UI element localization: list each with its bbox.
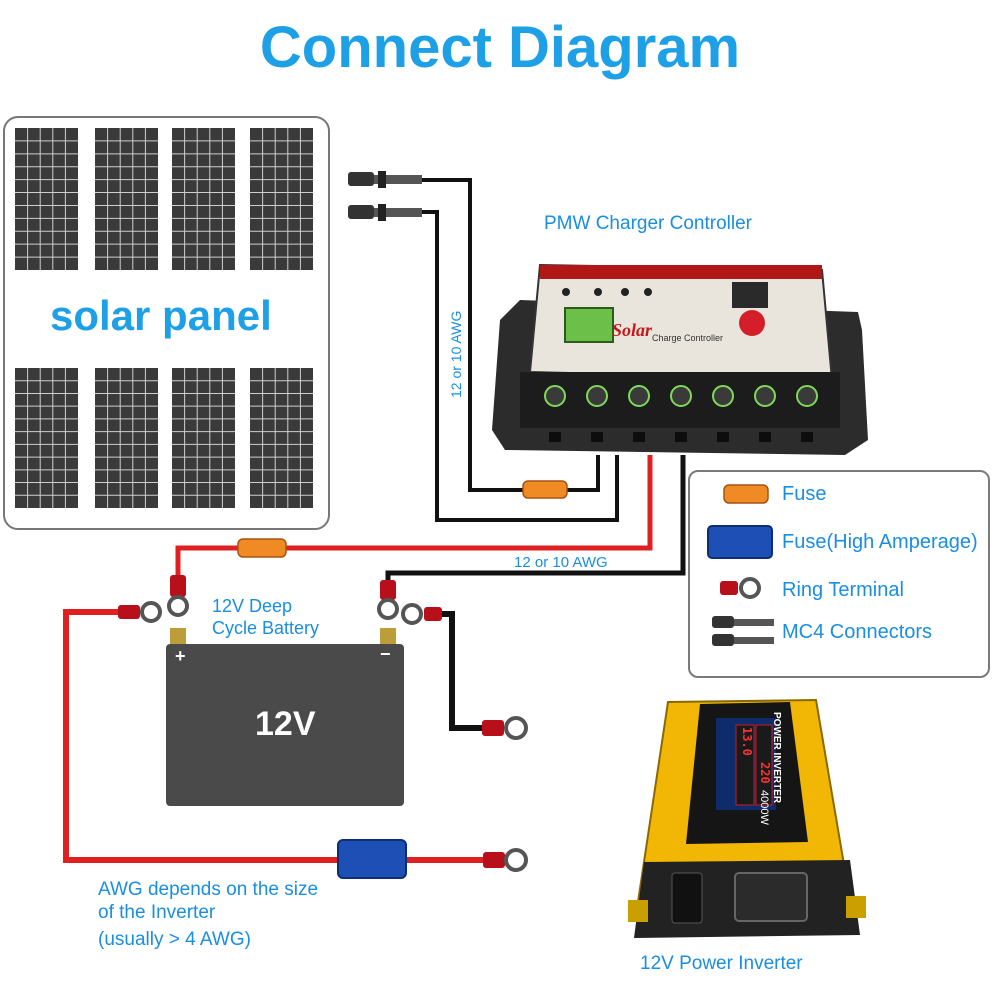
legend-ring-terminal-label: Ring Terminal [782, 579, 904, 601]
ring-terminal-icon [720, 577, 761, 599]
solar-cells-bottom [15, 368, 313, 508]
ring-terminal-battery-positive-top [167, 575, 189, 617]
legend-box: Fuse Fuse(High Amperage) Ring Terminal M… [688, 470, 990, 678]
controller-terminal [628, 385, 650, 407]
controller-wire-slot [801, 432, 813, 442]
legend-high-amperage-fuse-label: Fuse(High Amperage) [782, 531, 978, 553]
battery-wire-negative [385, 455, 686, 596]
controller-wire-slot [591, 432, 603, 442]
legend-fuse-label: Fuse [782, 483, 827, 505]
battery-plus-symbol: + [175, 646, 186, 666]
battery-wire-positive [175, 455, 653, 590]
controller-terminal [544, 385, 566, 407]
inverter-wire-positive [63, 609, 495, 863]
inverter-display-in: 13.0 [740, 727, 754, 756]
solar-panel-frame [3, 116, 330, 530]
battery-minus-symbol: − [380, 644, 391, 664]
controller-wire-slot [633, 432, 645, 442]
solar-cell-module [95, 128, 158, 270]
controller-wire-slot [717, 432, 729, 442]
inverter-watts-text: 4000W [758, 790, 770, 825]
solar-panel-label: solar panel [50, 292, 272, 339]
ring-terminal-positive-left [118, 601, 162, 623]
wire-gauge-vertical-label: 12 or 10 AWG [448, 310, 464, 398]
controller-terminals [544, 385, 818, 442]
controller-sub-text: Charge Controller [652, 333, 723, 343]
solar-cell-module [95, 368, 158, 508]
mc4-connector-top [348, 171, 422, 188]
controller-terminal [796, 385, 818, 407]
awg-note-line3: (usually > 4 AWG) [98, 929, 251, 950]
inverter-label: 12V Power Inverter [640, 953, 803, 974]
solar-cell-module [172, 368, 235, 508]
battery-body [166, 644, 404, 806]
ring-terminal-inverter-positive [483, 848, 528, 872]
charge-controller: Solar Charge Controller [492, 263, 868, 455]
inverter-wire-negative [432, 611, 488, 731]
controller-terminal [712, 385, 734, 407]
battery-voltage-text: 12V [255, 705, 316, 743]
controller-brand-text: Solar [612, 320, 653, 340]
controller-wire-slot [549, 432, 561, 442]
panel-wire-negative [422, 210, 619, 522]
ring-terminal-negative-right [401, 603, 442, 625]
controller-wire-slot [759, 432, 771, 442]
legend-mc4-connectors-label: MC4 Connectors [782, 621, 933, 643]
ring-terminal-inverter-negative [482, 716, 528, 740]
legend-icons [707, 484, 774, 646]
controller-terminal [586, 385, 608, 407]
solar-cells-top [15, 128, 313, 270]
controller-wire-slot [675, 432, 687, 442]
controller-terminal [754, 385, 776, 407]
mc4-connector-bottom [348, 204, 422, 221]
page-title: Connect Diagram [259, 15, 741, 80]
solar-cell-module [15, 368, 78, 508]
mc4-connectors-icon [712, 616, 774, 646]
high-amperage-fuse [337, 839, 407, 879]
battery-post-positive [170, 628, 186, 644]
solar-cell-module [250, 128, 313, 270]
battery-fuse [237, 538, 287, 558]
battery-label-line1: 12V Deep [212, 596, 293, 616]
inverter-brand-text: POWER INVERTER [771, 712, 782, 804]
ring-terminal-battery-negative-top [377, 580, 399, 620]
inverter-display-out: 220 [758, 762, 772, 784]
fuse-icon [723, 484, 769, 504]
panel-wire-positive [422, 178, 600, 492]
high-amperage-fuse-icon [707, 525, 773, 559]
battery-label-line2: Cycle Battery [212, 618, 320, 638]
battery-post-negative [380, 628, 396, 644]
solar-cell-module [250, 368, 313, 508]
power-inverter [628, 698, 866, 938]
wire-gauge-horizontal-label: 12 or 10 AWG [514, 554, 608, 571]
controller-terminal [670, 385, 692, 407]
controller-label: PMW Charger Controller [544, 213, 752, 234]
solar-cell-module [172, 128, 235, 270]
awg-note-line1: AWG depends on the size [98, 879, 319, 900]
solar-cell-module [15, 128, 78, 270]
awg-note-line2: of the Inverter [98, 902, 216, 923]
panel-fuse [522, 480, 568, 499]
